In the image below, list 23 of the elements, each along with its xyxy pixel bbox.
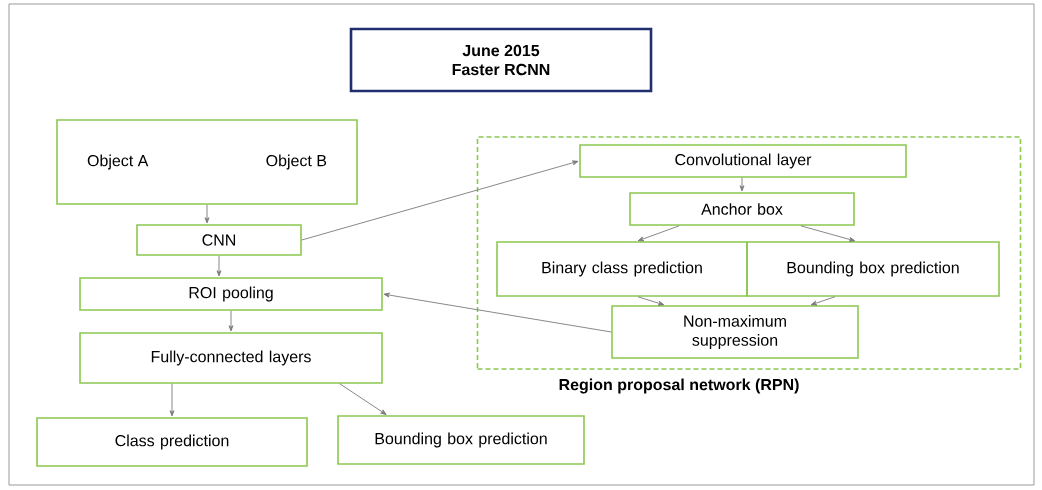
process-box: Convolutional layer xyxy=(579,144,907,178)
arrow xyxy=(216,255,222,277)
arrow xyxy=(739,177,745,192)
arrow xyxy=(383,292,612,333)
process-box: Fully-connected layers xyxy=(79,332,383,384)
process-box: Bounding box prediction xyxy=(746,241,1000,297)
process-box: Class prediction xyxy=(36,417,308,467)
arrow xyxy=(169,383,175,417)
arrow xyxy=(204,204,210,224)
process-box: ROI pooling xyxy=(79,277,383,311)
process-box: Binary class prediction xyxy=(496,241,748,297)
process-box: Non-maximum suppression xyxy=(611,305,859,359)
arrow xyxy=(637,296,665,306)
arrow xyxy=(228,310,234,332)
arrow xyxy=(301,160,579,241)
process-box: CNN xyxy=(136,224,302,256)
title-box: June 2015 Faster RCNN xyxy=(349,27,653,93)
process-box: Bounding box prediction xyxy=(337,415,585,465)
process-box: Anchor box xyxy=(629,192,855,226)
arrow xyxy=(810,296,836,306)
arrow xyxy=(339,383,387,415)
process-box: Object A Object B xyxy=(56,119,358,205)
group-label: Region proposal network (RPN) xyxy=(559,378,799,394)
